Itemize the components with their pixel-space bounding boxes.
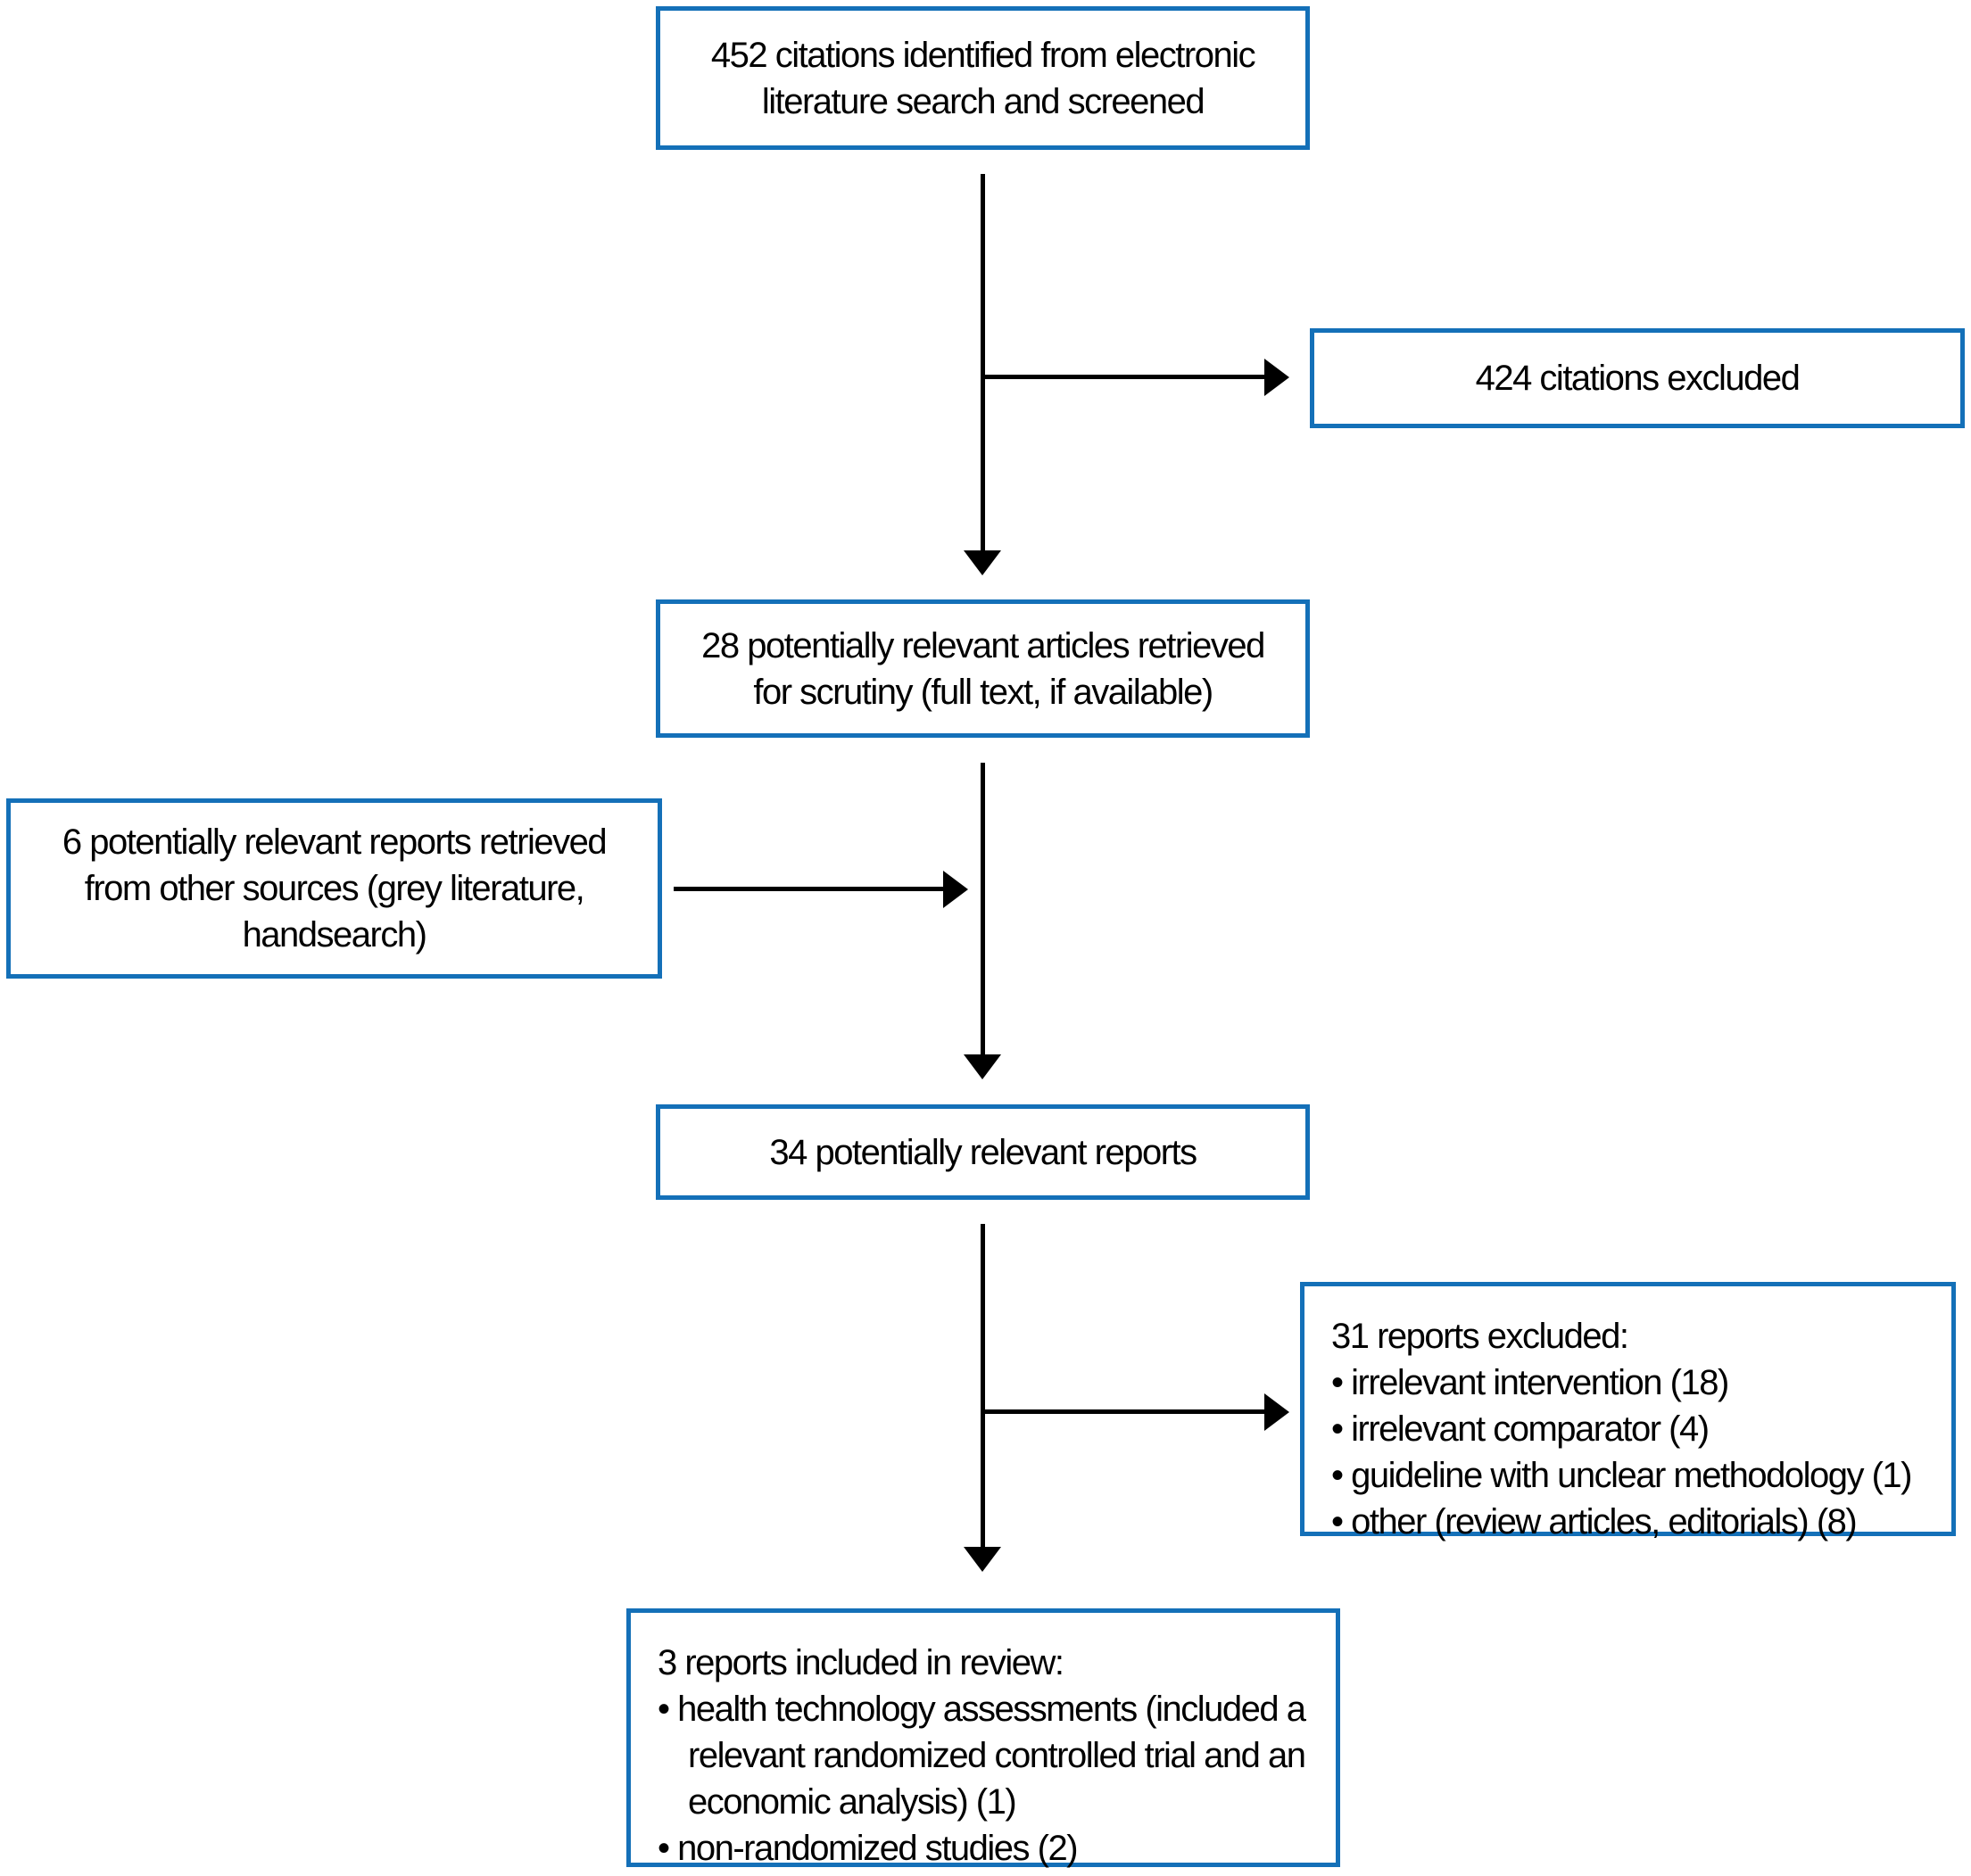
arrow-branch-reports-excluded-line (982, 1409, 1264, 1414)
box-reports-included: 3 reports included in review: • health t… (626, 1608, 1340, 1868)
bullet-item: • health technology assessments (include… (658, 1690, 1306, 1822)
bullet-item: • other (review articles, editorials) (8… (1331, 1502, 1858, 1541)
arrow-retrieved-to-relevant-line (981, 763, 985, 1054)
bullet-item: • irrelevant comparator (4) (1331, 1409, 1710, 1449)
arrow-branch-citations-excluded-line (982, 375, 1264, 379)
box-reports-included-items: • health technology assessments (include… (658, 1686, 1330, 1872)
box-articles-retrieved: 28 potentially relevant articles retriev… (656, 599, 1310, 738)
arrow-relevant-to-included-line (981, 1224, 985, 1547)
arrow-branch-reports-excluded-head (1264, 1393, 1289, 1431)
box-citations-excluded-text: 424 citations excluded (1475, 359, 1801, 398)
arrow-other-sources-line (674, 887, 943, 891)
box-relevant-reports: 34 potentially relevant reports (656, 1104, 1310, 1200)
box-citations-screened: 452 citations identified from electronic… (656, 6, 1310, 150)
box-articles-retrieved-text: 28 potentially relevant articles retriev… (701, 625, 1265, 712)
box-other-sources-text: 6 potentially relevant reports retrieved… (62, 822, 608, 955)
box-reports-excluded: 31 reports excluded: • irrelevant interv… (1300, 1282, 1956, 1541)
arrow-branch-citations-excluded-head (1264, 359, 1289, 396)
bullet-item: • irrelevant intervention (18) (1331, 1363, 1729, 1402)
bullet-item: • guideline with unclear methodology (1) (1331, 1456, 1912, 1495)
box-reports-included-title: 3 reports included in review: (658, 1643, 1064, 1682)
box-other-sources: 6 potentially relevant reports retrieved… (6, 798, 662, 979)
box-reports-excluded-items: • irrelevant intervention (18) • irreleva… (1331, 1359, 1946, 1545)
arrow-screened-to-retrieved-head (964, 550, 1001, 575)
arrow-relevant-to-included-head (964, 1547, 1001, 1572)
bullet-item: • non-randomized studies (2) (658, 1829, 1079, 1868)
box-relevant-reports-text: 34 potentially relevant reports (769, 1132, 1197, 1172)
box-citations-excluded: 424 citations excluded (1310, 328, 1965, 428)
box-reports-excluded-title: 31 reports excluded: (1331, 1317, 1629, 1356)
arrow-other-sources-head (943, 871, 968, 908)
arrow-screened-to-retrieved-line (981, 174, 985, 550)
box-citations-screened-text: 452 citations identified from electronic… (710, 35, 1256, 121)
arrow-retrieved-to-relevant-head (964, 1054, 1001, 1079)
